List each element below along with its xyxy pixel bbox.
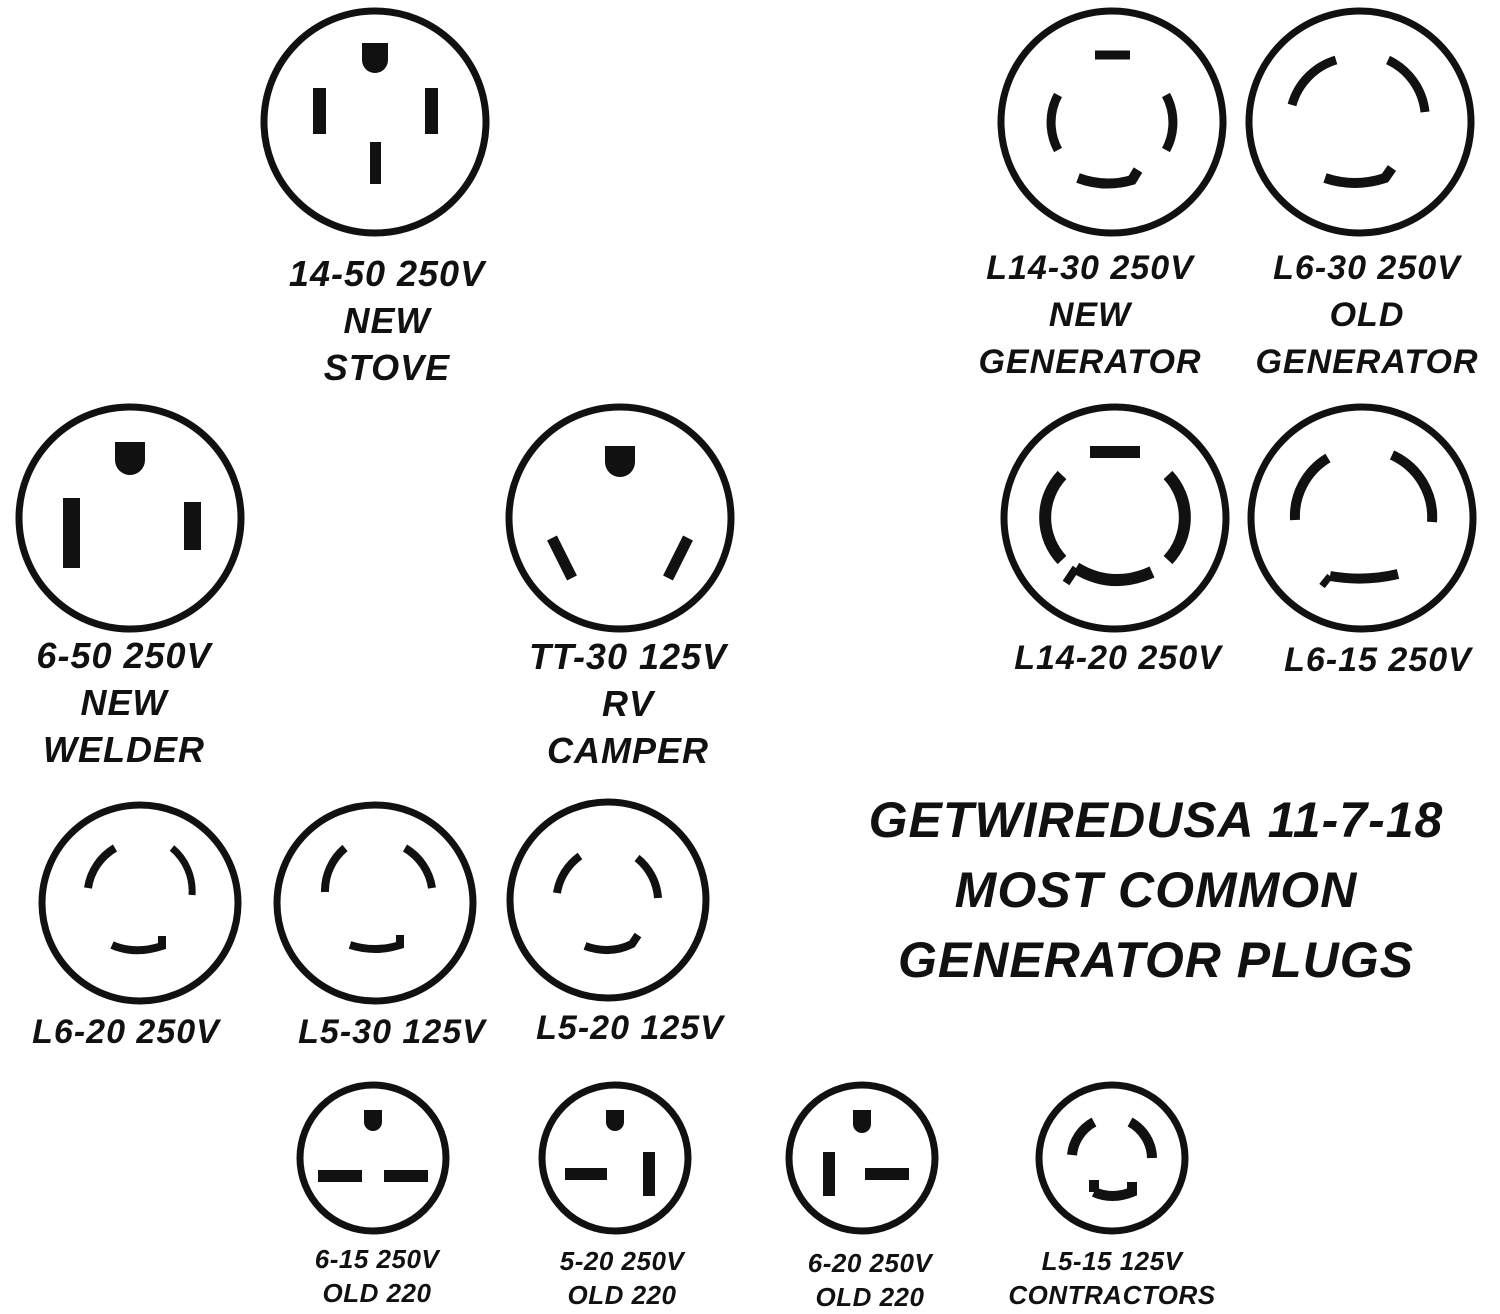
receptacle-tt-30: [505, 403, 735, 633]
diagram-title: GETWIREDUSA 11-7-18 MOST COMMON GENERATO…: [869, 785, 1444, 995]
receptacle-l6-20: [38, 801, 242, 1005]
plug-name: L14-20 250V: [1014, 639, 1222, 677]
plug-name: TT-30 125V: [528, 636, 728, 677]
plug-status: NEW: [1048, 296, 1132, 334]
title-line-3: GENERATOR PLUGS: [898, 932, 1414, 988]
title-line-2: MOST COMMON: [954, 862, 1358, 918]
receptacle-l5-20: [506, 798, 710, 1002]
title-line-1: GETWIREDUSA 11-7-18: [868, 792, 1444, 848]
receptacle-6-50: [15, 403, 245, 633]
receptacle-14-50: [260, 7, 490, 237]
plug-name: 6-15 250V: [314, 1244, 440, 1274]
receptacle-l6-30: [1245, 7, 1475, 237]
plug-use: STOVE: [323, 347, 451, 388]
label-l14-20: L14-20 250V: [1014, 635, 1222, 682]
label-l14-30: L14-30 250V NEW GENERATOR: [978, 245, 1201, 386]
plug-use: CAMPER: [546, 730, 710, 771]
plug-status: NEW: [80, 682, 168, 723]
plug-name: L5-20 125V: [536, 1009, 724, 1047]
label-14-50: 14-50 250V NEW STOVE: [289, 250, 485, 391]
label-l5-15: L5-15 125V CONTRACTORS: [1008, 1244, 1215, 1312]
receptacle-6-15: [296, 1081, 450, 1235]
receptacle-l6-15: [1247, 403, 1477, 633]
label-5-20: 5-20 250V OLD 220: [560, 1244, 684, 1312]
label-l5-30: L5-30 125V: [298, 1009, 486, 1056]
plug-use: CONTRACTORS: [1008, 1280, 1216, 1310]
label-l5-20: L5-20 125V: [536, 1005, 724, 1052]
receptacle-l14-30: [997, 7, 1227, 237]
receptacle-l14-20: [1000, 403, 1230, 633]
plug-name: L5-30 125V: [298, 1013, 486, 1051]
label-l6-30: L6-30 250V OLD GENERATOR: [1255, 245, 1478, 386]
label-6-20: 6-20 250V OLD 220: [808, 1246, 932, 1314]
plug-name: 5-20 250V: [559, 1246, 685, 1276]
plug-status: NEW: [343, 300, 431, 341]
label-6-50: 6-50 250V NEW WELDER: [36, 632, 211, 773]
plug-status: OLD 220: [567, 1280, 677, 1310]
plug-status: OLD 220: [815, 1282, 925, 1312]
plug-name: L5-15 125V: [1041, 1246, 1183, 1276]
label-l6-20: L6-20 250V: [32, 1009, 220, 1056]
plug-name: 6-20 250V: [807, 1248, 933, 1278]
plug-name: 6-50 250V: [36, 635, 212, 676]
receptacle-l5-30: [273, 801, 477, 1005]
plug-status: RV: [601, 683, 655, 724]
receptacle-6-20: [785, 1081, 939, 1235]
plug-name: 14-50 250V: [288, 253, 486, 294]
plug-name: L6-30 250V: [1273, 249, 1461, 287]
plug-status: OLD: [1329, 296, 1405, 334]
receptacle-5-20: [538, 1081, 692, 1235]
plug-status: OLD 220: [322, 1278, 432, 1308]
plug-use: GENERATOR: [1255, 343, 1479, 381]
label-tt-30: TT-30 125V RV CAMPER: [529, 633, 727, 774]
label-6-15: 6-15 250V OLD 220: [315, 1242, 439, 1310]
receptacle-l5-15: [1035, 1081, 1189, 1235]
plug-name: L14-30 250V: [986, 249, 1194, 287]
plug-name: L6-20 250V: [32, 1013, 220, 1051]
plug-use: WELDER: [42, 729, 205, 770]
plug-name: L6-15 250V: [1284, 641, 1472, 679]
label-l6-15: L6-15 250V: [1284, 637, 1472, 684]
plug-use: GENERATOR: [978, 343, 1202, 381]
